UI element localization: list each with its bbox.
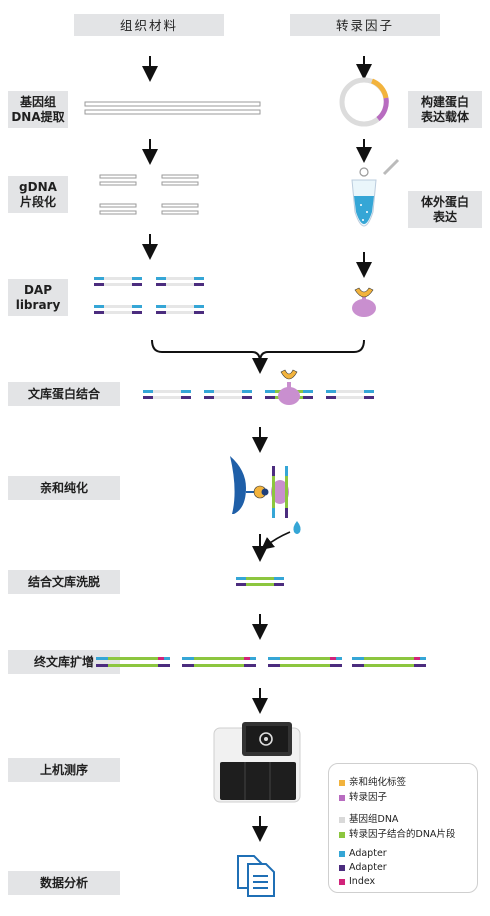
genomic-dna-strands — [84, 101, 261, 115]
sequencer-icon — [213, 722, 301, 803]
step-data-analysis: 数据分析 — [8, 871, 120, 895]
binding-fragments — [143, 369, 374, 405]
merge-bracket — [151, 339, 365, 374]
legend-swatch — [339, 816, 345, 823]
affinity-bead-complex — [230, 456, 289, 518]
legend-item: Adapter — [339, 862, 387, 873]
legend-swatch — [339, 831, 345, 838]
tf-protein — [352, 287, 376, 317]
step-elution: 结合文库洗脱 — [8, 570, 120, 594]
legend-item: 亲和纯化标签 — [339, 774, 406, 788]
elution-arrow — [261, 521, 301, 550]
legend-item: 转录因子结合的DNA片段 — [339, 826, 455, 840]
legend-swatch — [339, 779, 345, 786]
step-affinity-purification: 亲和纯化 — [8, 476, 120, 500]
arrows-left — [142, 56, 268, 842]
gdna-fragments — [99, 174, 199, 215]
legend-item: Adapter — [339, 848, 387, 859]
legend-swatch — [339, 850, 345, 857]
legend-item: Index — [339, 876, 375, 887]
eluted-fragment — [236, 577, 284, 586]
expression-tube — [351, 158, 400, 227]
step-library-protein-binding: 文库蛋白结合 — [8, 382, 120, 406]
step-sequencing: 上机测序 — [8, 758, 120, 782]
legend-item: 转录因子 — [339, 789, 387, 803]
step-dap-library: DAP library — [8, 279, 68, 316]
legend-item: 基因组DNA — [339, 811, 398, 825]
legend: 亲和纯化标签 转录因子 基因组DNA 转录因子结合的DNA片段 Adapter … — [328, 763, 478, 893]
step-gdna-fragmentation: gDNA 片段化 — [8, 176, 68, 213]
legend-swatch — [339, 878, 345, 885]
step-build-expression-vector: 构建蛋白 表达载体 — [408, 91, 482, 128]
header-tissue: 组织材料 — [74, 14, 224, 36]
step-library-amplification: 终文库扩增 — [8, 650, 120, 674]
header-tf: 转录因子 — [290, 14, 440, 36]
legend-swatch — [339, 794, 345, 801]
amplified-fragments — [96, 657, 426, 667]
step-genomic-dna-extraction: 基因组 DNA提取 — [8, 91, 68, 128]
documents-icon — [237, 855, 275, 897]
legend-swatch — [339, 864, 345, 871]
plasmid-vector — [339, 77, 389, 127]
step-in-vitro-expression: 体外蛋白 表达 — [408, 191, 482, 228]
dap-library-fragments — [94, 277, 204, 314]
